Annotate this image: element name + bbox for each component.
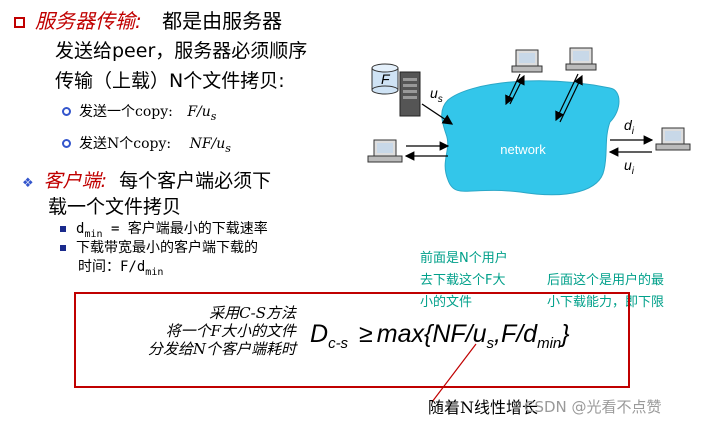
- square-small-bullet-icon: [60, 245, 66, 251]
- client-line1-tail: 每个客户端必须下: [119, 170, 272, 192]
- computer-icon: [655, 127, 691, 151]
- server-line3: 传输（上载）N个文件拷贝:: [55, 70, 285, 92]
- server-line2: 发送给peer，服务器必须顺序: [55, 40, 308, 62]
- formula: Dc-s ≥max{NF/us,F/dmin}: [310, 320, 570, 352]
- server-sub1: 发送一个copy: F/us: [62, 102, 216, 127]
- circle-bullet-icon: [62, 107, 71, 116]
- file-icon: [371, 63, 399, 95]
- client-heading-row: ❖ 客户端: 每个客户端必须下: [22, 168, 271, 197]
- server-sub2: 发送N个copy: NF/us: [62, 134, 231, 159]
- server-heading-row: 服务器传输: 都是由服务器: [14, 8, 282, 34]
- network-label: network: [500, 142, 546, 157]
- client-bullet2-line2: 时间：F/dmin: [78, 259, 164, 278]
- computer-icon: [565, 47, 597, 71]
- formula-box: [74, 292, 630, 388]
- us-label: us: [430, 85, 443, 105]
- client-bullet1: dmin = 客户端最小的下载速率: [60, 219, 268, 245]
- square-small-bullet-icon: [60, 226, 66, 232]
- note-left: 前面是N个用户 去下载这个F大 小的文件: [420, 251, 508, 310]
- di-label: di: [624, 117, 635, 137]
- client-bullet2: 下载带宽最小的客户端下载的: [60, 238, 258, 258]
- diamond-bullet-icon: ❖: [22, 176, 34, 191]
- client-line2: 载一个文件拷贝: [48, 196, 182, 218]
- file-label: F: [381, 71, 391, 87]
- computer-icon: [367, 139, 403, 163]
- computer-icon: [511, 49, 543, 73]
- client-heading: 客户端:: [43, 170, 108, 192]
- note-bottom: 随着N线性增长: [428, 398, 539, 417]
- formula-caption: 采用C-S方法 将一个F大小的文件 分发给N个客户端耗时: [147, 304, 296, 358]
- watermark: CSDN @光看不点赞: [524, 398, 662, 416]
- note-right: 后面这个是用户的最 小下载能力，即下限: [547, 273, 665, 310]
- circle-bullet-icon: [62, 139, 71, 148]
- square-bullet-icon: [14, 17, 25, 28]
- ui-label: ui: [624, 157, 635, 177]
- server-icon: [399, 71, 421, 117]
- network-diagram: network F us: [367, 47, 691, 196]
- server-heading: 服务器传输:: [35, 9, 142, 33]
- server-line1-tail: 都是由服务器: [162, 9, 283, 33]
